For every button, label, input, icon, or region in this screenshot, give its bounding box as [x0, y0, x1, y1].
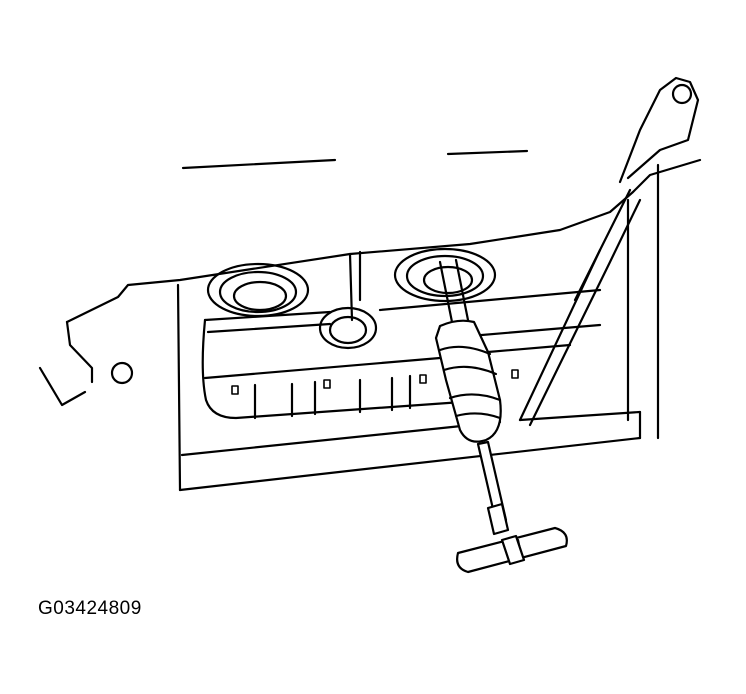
- valve-rail: [203, 290, 600, 418]
- support-arm: [520, 78, 698, 425]
- figure-id-label: G03424809: [38, 598, 142, 619]
- mounting-hole: [112, 363, 132, 383]
- puller-tool: [436, 260, 567, 572]
- right-plug-well: [395, 249, 495, 301]
- left-plug-well: [208, 264, 308, 316]
- center-boss: [320, 308, 376, 348]
- upper-contour-lines: [183, 151, 527, 168]
- housing-outline: [40, 160, 700, 490]
